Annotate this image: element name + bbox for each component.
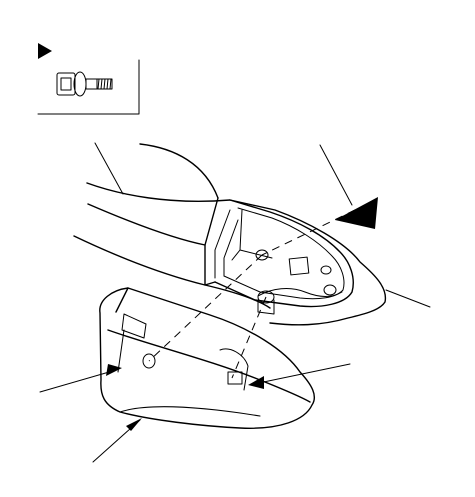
opening-outer [214, 199, 354, 308]
arrowhead-bottom-icon [126, 418, 142, 431]
side-wall [204, 197, 219, 286]
upper-shell-rim [86, 182, 387, 326]
alignment-line-main [261, 209, 356, 256]
leader-right-edge [385, 289, 431, 308]
side-wall-inner [214, 209, 231, 279]
mounting-hole-upper [255, 249, 269, 261]
lower-cover-bottom-lip [119, 406, 261, 417]
rear-flange [231, 209, 273, 261]
leader-upper-left [94, 142, 124, 195]
legend-pointer-icon [38, 43, 52, 59]
lower-cover-outline [99, 287, 316, 429]
clip-body [257, 299, 275, 315]
leader-left-lower [39, 369, 117, 393]
legend-box-border [37, 59, 140, 115]
view-direction-arrow-icon [335, 197, 378, 229]
flange-bolt-icon [56, 71, 113, 97]
arrowheads [106, 197, 378, 431]
alignment-line-bolt [148, 254, 263, 362]
lower-cover-face-edge [115, 287, 129, 313]
fastener-legend-box [37, 43, 140, 115]
inner-boss [320, 265, 332, 275]
arrowhead-left-lower-icon [106, 364, 122, 376]
opening-inner [223, 207, 345, 300]
right-clip-slot [227, 371, 243, 385]
lower-cover-right-tab [219, 348, 249, 391]
upper-assembly [73, 143, 387, 326]
inner-slot [288, 256, 310, 276]
lower-cover-left-tab [121, 313, 147, 339]
lower-cover-left-post [117, 329, 125, 373]
leader-upper-right [319, 144, 353, 206]
upper-shell-bottom-edge [87, 203, 206, 246]
latch-boss [323, 284, 337, 296]
leader-right-lower [253, 363, 351, 385]
lower-cover-upper-edge [107, 329, 311, 403]
arrowhead-right-lower-icon [248, 376, 264, 389]
side-wall-inner-2 [223, 219, 239, 277]
clip-head [257, 290, 275, 304]
mounting-hole-lower [142, 353, 156, 369]
alignment-line-clip [231, 296, 267, 379]
leader-lines [39, 142, 431, 463]
latch-rod [257, 288, 343, 297]
lower-cover [99, 287, 316, 429]
upper-shell-outline [139, 143, 219, 199]
